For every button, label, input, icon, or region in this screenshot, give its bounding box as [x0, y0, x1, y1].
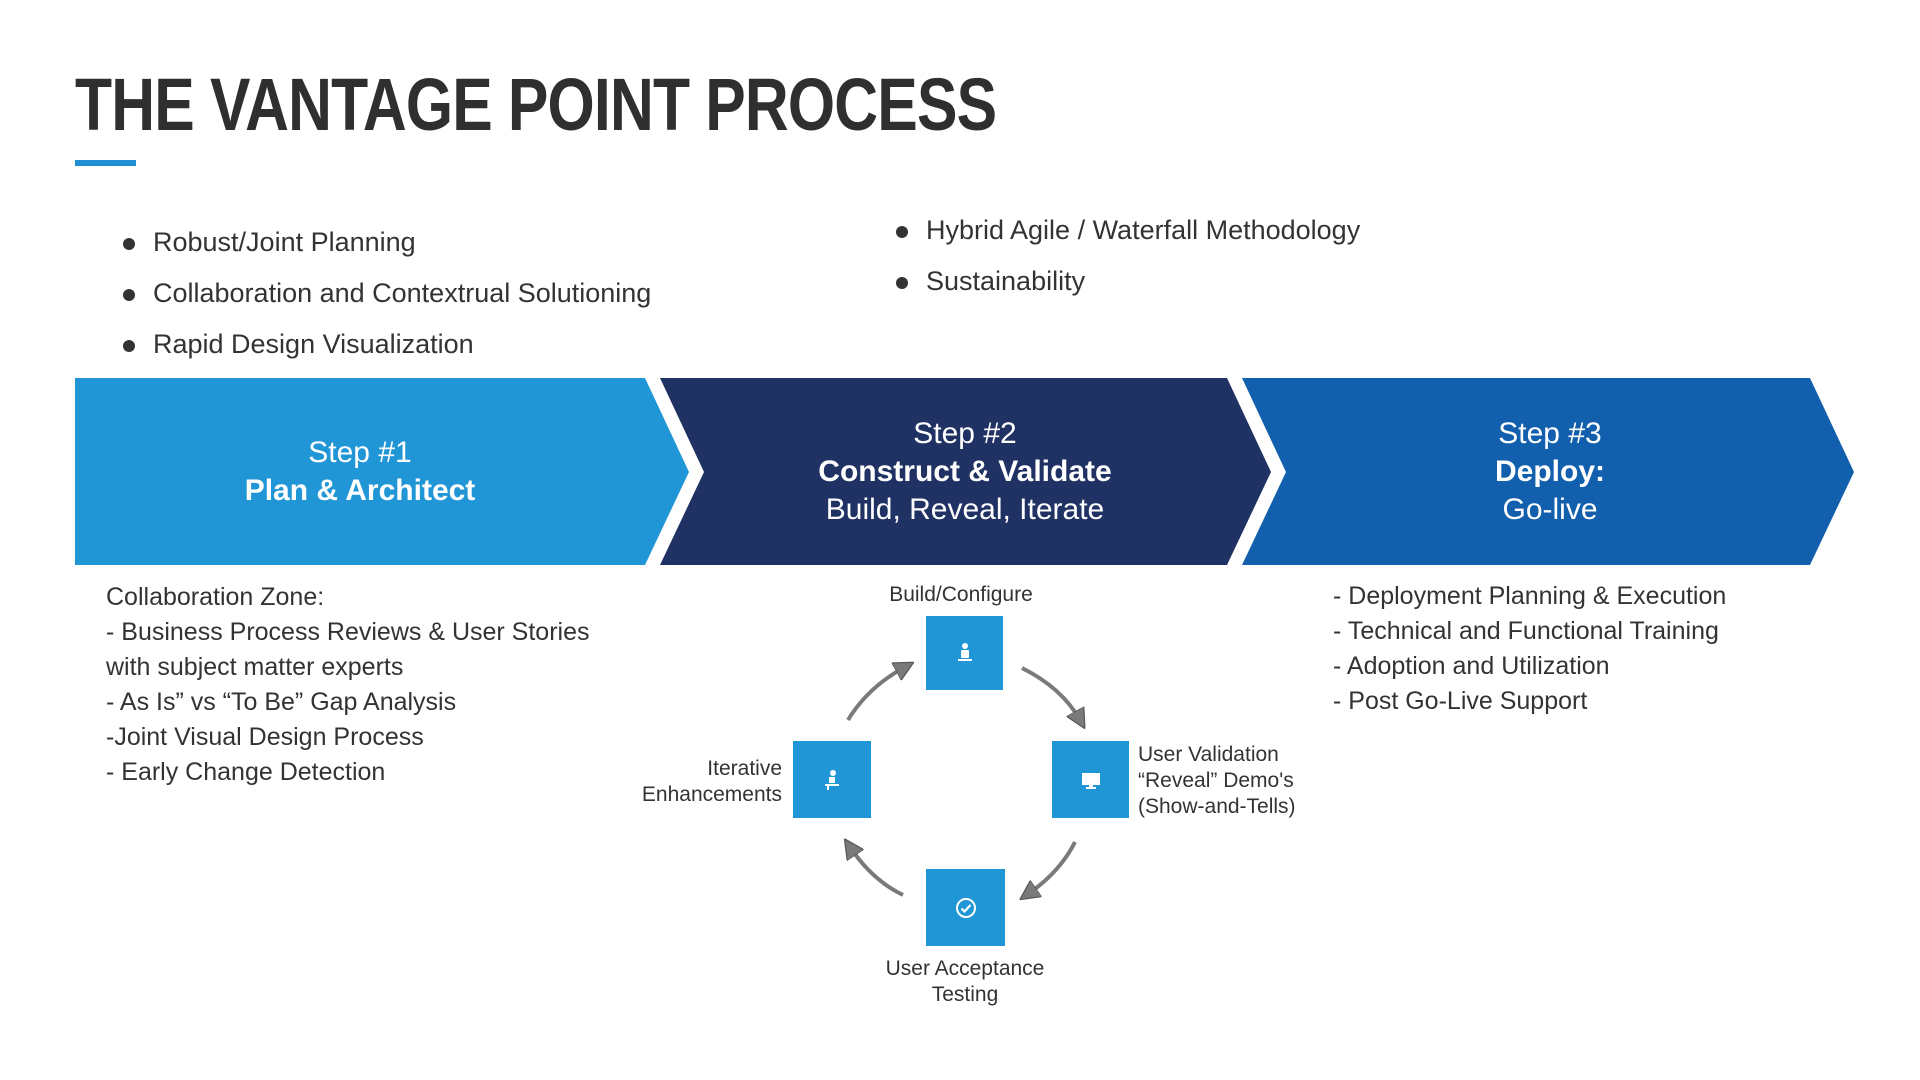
user-acceptance-node [926, 869, 1005, 946]
user-validation-label-line: User Validation [1138, 743, 1279, 766]
iterative-enhancements-node [793, 741, 871, 818]
cycle-arrow-bottom-left [850, 847, 904, 897]
deploy-list: - Deployment Planning & Execution - Tech… [1333, 579, 1726, 719]
step-1-title: Plan & Architect [244, 474, 476, 507]
step-1-chevron [75, 378, 689, 565]
collaboration-zone-text: Collaboration Zone: - Business Process R… [106, 580, 589, 790]
list-item: Hybrid Agile / Waterfall Methodology [896, 205, 1360, 256]
cycle-arrow-left-top [846, 667, 905, 722]
step-3-text: Step #3 Deploy: Go-live [1420, 415, 1680, 529]
highlights-left-list: Robust/Joint Planning Collaboration and … [123, 217, 651, 370]
monitor-icon [1081, 772, 1100, 789]
list-item: with subject matter experts [106, 653, 404, 681]
highlights-right-list: Hybrid Agile / Waterfall Methodology Sus… [896, 205, 1360, 307]
step-2-title: Construct & Validate [818, 455, 1112, 488]
user-validation-label-line: (Show-and-Tells) [1138, 795, 1296, 818]
user-acceptance-label-line: User Acceptance [885, 957, 1045, 980]
user-validation-node [1052, 741, 1129, 818]
list-item: Robust/Joint Planning [123, 217, 651, 268]
cycle-arrow-top-right [1021, 666, 1080, 720]
list-item: - Deployment Planning & Execution [1333, 582, 1727, 610]
list-item: - Technical and Functional Training [1333, 617, 1719, 645]
list-item: Sustainability [896, 256, 1360, 307]
step-2-number: Step #2 [913, 417, 1017, 450]
list-item: - As Is” vs “To Be” Gap Analysis [106, 688, 457, 716]
step-3-subtitle: Go-live [1502, 493, 1598, 526]
step-2-text: Step #2 Construct & Validate Build, Reve… [785, 415, 1145, 529]
list-item: - Post Go-Live Support [1333, 687, 1588, 715]
list-item: - Adoption and Utilization [1333, 652, 1610, 680]
step-1-number: Step #1 [308, 436, 412, 469]
step-3-chevron [1242, 378, 1854, 565]
list-item: -Joint Visual Design Process [106, 723, 424, 751]
list-item: - Early Change Detection [106, 758, 386, 786]
iterative-enhancements-label-line: Enhancements [641, 783, 782, 806]
list-item: - Business Process Reviews & User Storie… [106, 618, 590, 646]
build-configure-node [926, 616, 1003, 690]
user-acceptance-label: User Acceptance Testing [865, 956, 1065, 1008]
user-validation-label: User Validation “Reveal” Demo's (Show-an… [1138, 742, 1296, 820]
person-at-desk-icon [825, 769, 839, 790]
list-item: Collaboration and Contextrual Solutionin… [123, 268, 651, 319]
iterative-enhancements-label-line: Iterative [707, 757, 782, 780]
user-validation-label-line: “Reveal” Demo's [1138, 769, 1294, 792]
iterative-enhancements-label: Iterative Enhancements [600, 756, 782, 808]
list-item: Rapid Design Visualization [123, 319, 651, 370]
build-configure-label: Build/Configure [889, 583, 1033, 606]
page-title: THE VANTAGE POINT PROCESS [75, 63, 997, 146]
collaboration-zone-heading: Collaboration Zone: [106, 583, 325, 611]
step-2-chevron [660, 378, 1271, 565]
user-acceptance-label-line: Testing [931, 983, 999, 1006]
step-3-title: Deploy: [1494, 455, 1605, 488]
checkmark-icon [955, 897, 976, 918]
step-2-subtitle: Build, Reveal, Iterate [825, 493, 1105, 526]
step-1-text: Step #1 Plan & Architect [230, 434, 490, 510]
step-3-number: Step #3 [1498, 417, 1602, 450]
title-accent-rule [75, 160, 136, 166]
cycle-arrow-right-bottom [1028, 841, 1077, 894]
builder-icon [957, 643, 972, 661]
